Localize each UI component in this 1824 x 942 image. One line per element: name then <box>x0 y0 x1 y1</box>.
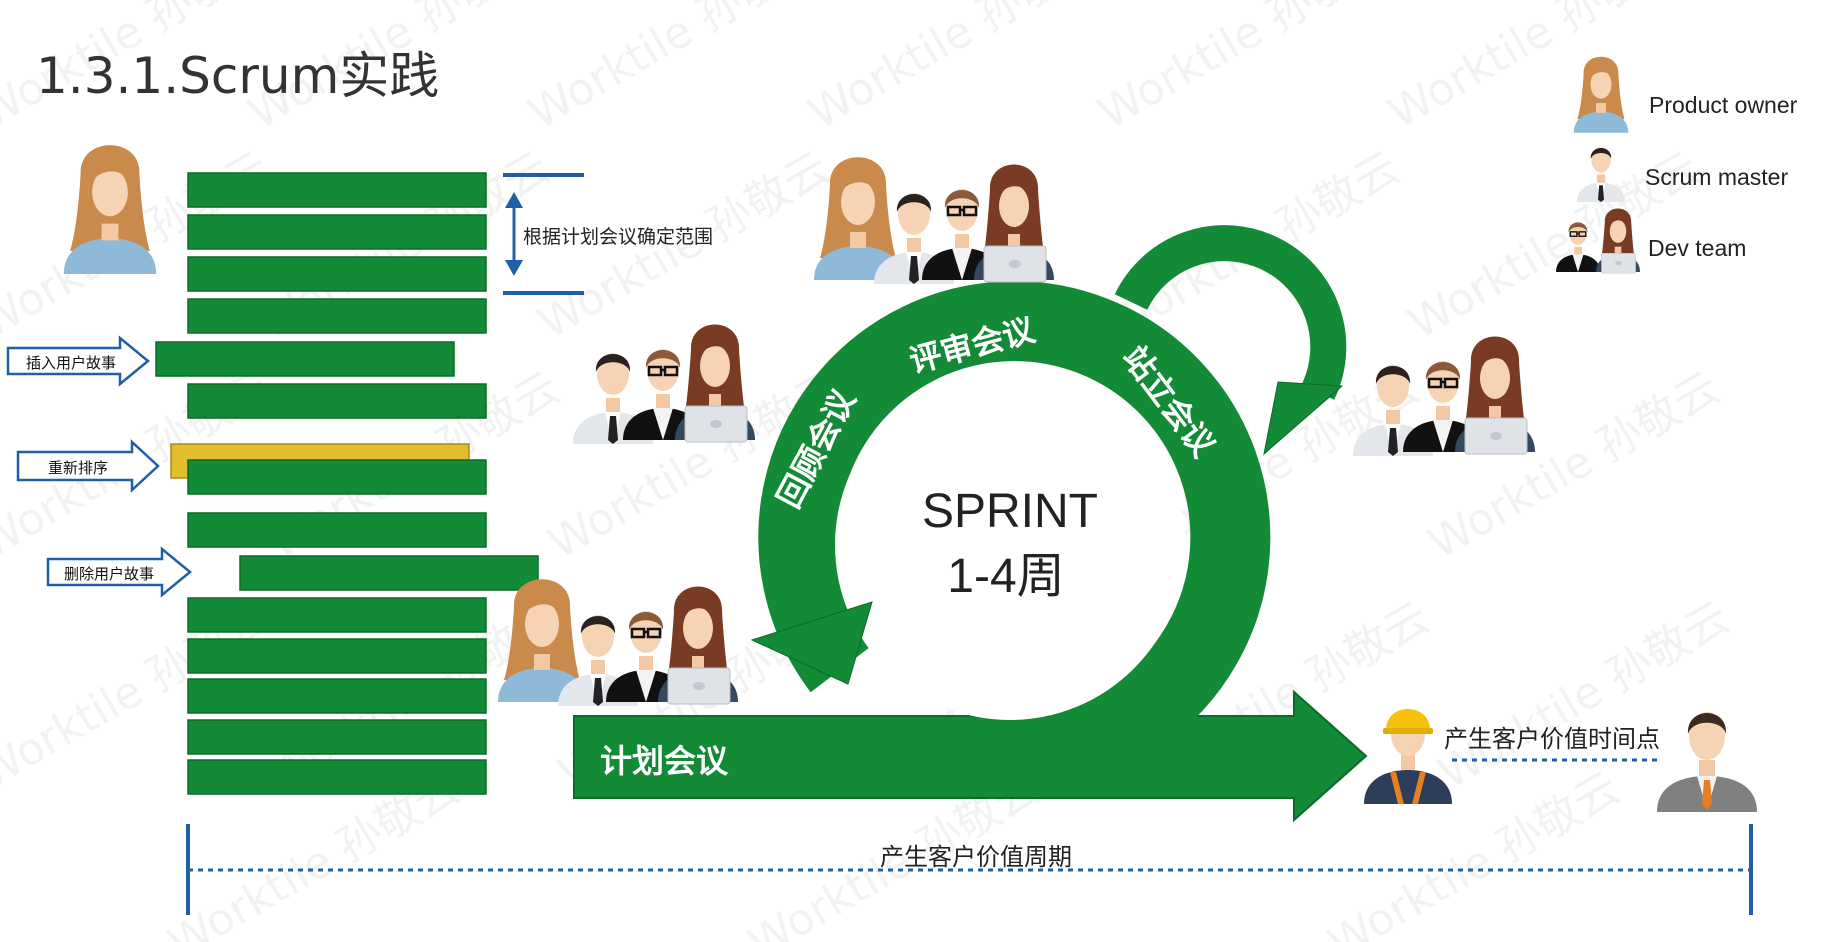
reorder-arrow <box>16 439 160 493</box>
legend-scrum-master-icon <box>1577 147 1625 202</box>
legend-dev-team-icon <box>1555 221 1601 273</box>
value-cycle-axis <box>186 824 1753 915</box>
retrospective-team-icon <box>573 325 755 445</box>
sprint-duration: 1-4周 <box>947 550 1064 603</box>
backlog-item <box>187 172 487 208</box>
planning-meeting-label: 计划会议 <box>600 742 729 780</box>
backlog-item <box>187 383 487 419</box>
sprint-cycle <box>750 225 1347 789</box>
legend-dev-team-label: Dev team <box>1648 235 1747 261</box>
sprint-center-title: SPRINT <box>922 485 1098 538</box>
sprint-ring <box>758 281 1271 789</box>
sprint-ring-arrowhead <box>750 601 873 685</box>
insert-story-arrow <box>6 335 150 387</box>
legend-dev-team-icon-2 <box>1595 208 1641 274</box>
scope-label: 根据计划会议确定范围 <box>523 226 714 248</box>
worker-icon <box>1364 709 1452 804</box>
backlog-item <box>187 719 487 755</box>
backlog-item-deleted <box>239 555 539 591</box>
backlog-item <box>187 759 487 795</box>
backlog-item-inserted <box>155 341 455 377</box>
product-owner-icon <box>63 145 157 274</box>
backlog-item <box>187 459 487 495</box>
review-team-icon <box>814 157 1054 284</box>
daily-loop <box>1114 225 1347 400</box>
backlog-item <box>187 512 487 548</box>
customer-icon <box>1657 712 1757 812</box>
daily-loop-arrowhead <box>1263 381 1344 456</box>
legend-product-owner-label: Product owner <box>1649 92 1798 118</box>
backlog-item <box>187 214 487 250</box>
product-backlog <box>155 172 539 795</box>
standup-team-icon <box>1353 337 1535 457</box>
backlog-item <box>187 597 487 633</box>
backlog-item <box>187 638 487 674</box>
insert-story-label: 插入用户故事 <box>26 354 117 372</box>
page-title: 1.3.1.Scrum实践 <box>36 47 440 105</box>
reorder-label: 重新排序 <box>48 459 109 477</box>
value-cycle-label: 产生客户价值周期 <box>880 843 1072 871</box>
legend-product-owner-icon <box>1573 56 1629 133</box>
delete-story-arrow <box>46 546 192 598</box>
planning-team-icon <box>498 579 738 706</box>
scope-bracket <box>503 173 584 295</box>
backlog-item <box>187 678 487 714</box>
backlog-item <box>187 298 487 334</box>
backlog-item <box>187 256 487 292</box>
value-time-point-label: 产生客户价值时间点 <box>1444 725 1660 753</box>
delete-story-label: 删除用户故事 <box>64 565 155 583</box>
legend-scrum-master-label: Scrum master <box>1645 164 1789 190</box>
